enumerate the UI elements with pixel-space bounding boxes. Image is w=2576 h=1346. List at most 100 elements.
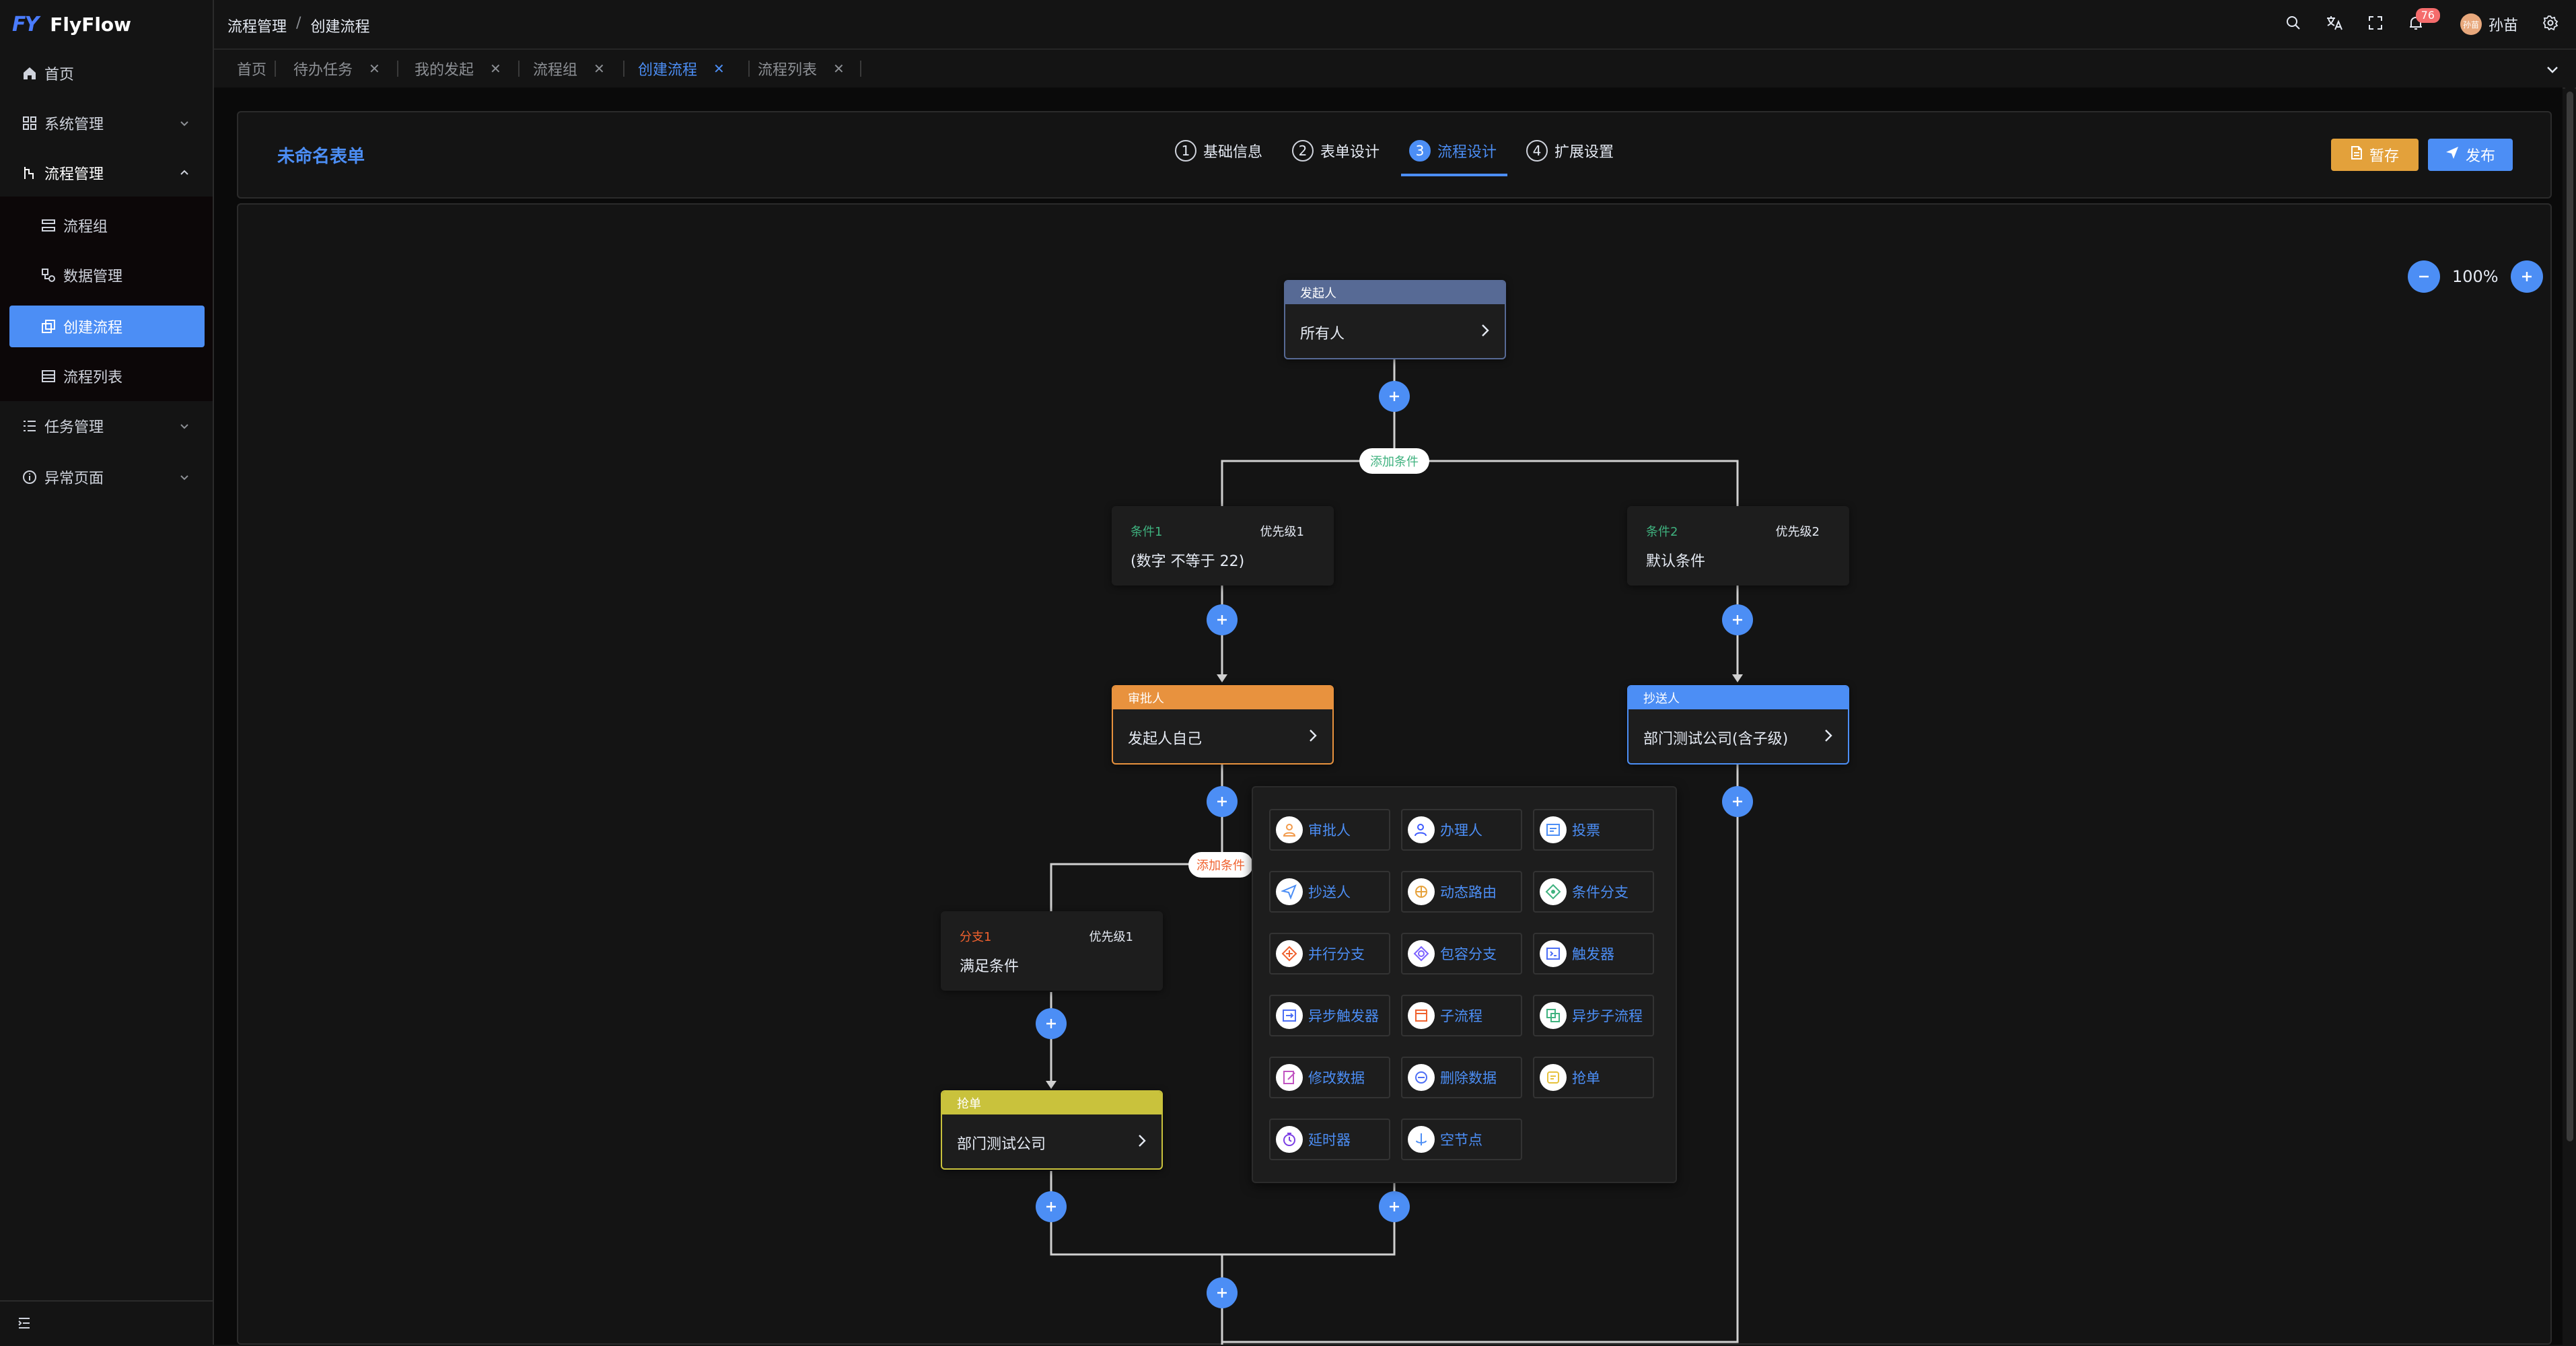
close-icon[interactable]: ✕ <box>594 61 605 77</box>
popover-item-subprocess[interactable]: 子流程 <box>1401 995 1522 1036</box>
add-condition-button[interactable]: 添加条件 <box>1188 852 1253 878</box>
popover-item-timer[interactable]: 延时器 <box>1269 1119 1390 1160</box>
add-condition-button[interactable]: 添加条件 <box>1359 448 1429 474</box>
popover-item-handler[interactable]: 办理人 <box>1401 809 1522 851</box>
node-title: 抄送人 <box>1629 686 1848 709</box>
handler-icon <box>1408 816 1435 843</box>
tab-flow-group[interactable]: 流程组 ✕ <box>533 50 605 87</box>
step-basic-info[interactable]: 1 基础信息 <box>1175 140 1262 162</box>
add-node-button[interactable] <box>1207 786 1238 817</box>
parallel-branch-1[interactable]: 分支1 优先级1 满足条件 <box>941 911 1163 991</box>
empty-node-icon <box>1408 1126 1435 1153</box>
sidebar-item-flow[interactable]: 流程管理 <box>0 149 213 197</box>
chevron-right-icon <box>1824 728 1833 747</box>
popover-item-edit-data[interactable]: 修改数据 <box>1269 1057 1390 1098</box>
close-icon[interactable]: ✕ <box>369 61 380 77</box>
publish-button[interactable]: 发布 <box>2428 139 2513 171</box>
tab-home[interactable]: 首页 <box>237 50 266 87</box>
brand[interactable]: FY FlyFlow <box>12 11 131 38</box>
popover-item-dynamic-route[interactable]: 动态路由 <box>1401 871 1522 913</box>
popover-item-label: 办理人 <box>1440 822 1482 839</box>
publish-label: 发布 <box>2465 148 2495 165</box>
popover-item-approver[interactable]: 审批人 <box>1269 809 1390 851</box>
sidebar-item-data[interactable]: 数据管理 <box>9 254 205 296</box>
grab-node[interactable]: 抢单 部门测试公司 <box>941 1090 1163 1170</box>
scrollbar-thumb[interactable] <box>2567 92 2573 1141</box>
add-node-button[interactable] <box>1722 604 1753 635</box>
popover-item-async-trigger[interactable]: 异步触发器 <box>1269 995 1390 1036</box>
user-menu[interactable]: 孙苗 孙苗 <box>2460 13 2518 35</box>
condition-branch-2[interactable]: 条件2 优先级2 默认条件 <box>1627 506 1849 586</box>
add-node-button[interactable] <box>1207 604 1238 635</box>
add-node-button[interactable] <box>1379 1191 1410 1222</box>
tab-my-started[interactable]: 我的发起 ✕ <box>415 50 501 87</box>
home-icon <box>22 65 38 81</box>
delete-data-icon <box>1408 1064 1435 1091</box>
translate-icon[interactable] <box>2326 15 2343 34</box>
breadcrumb-item: 创建流程 <box>310 19 370 36</box>
step-form-design[interactable]: 2 表单设计 <box>1292 140 1380 162</box>
close-icon[interactable]: ✕ <box>713 61 725 77</box>
tab-create-flow[interactable]: 创建流程 ✕ <box>638 50 725 87</box>
sidebar-item-task[interactable]: 任务管理 <box>0 402 213 450</box>
tab-label: 首页 <box>237 62 267 79</box>
condition-desc: (数字 不等于 22) <box>1131 553 1245 570</box>
step-flow-design[interactable]: 3 流程设计 <box>1409 140 1497 162</box>
popover-item-label: 异步触发器 <box>1308 1008 1379 1024</box>
cc-node[interactable]: 抄送人 部门测试公司(含子级) <box>1627 685 1849 765</box>
add-node-button[interactable] <box>1036 1191 1067 1222</box>
add-node-button[interactable] <box>1379 381 1410 412</box>
collapse-menu-icon[interactable] <box>16 1315 32 1334</box>
sidebar-item-system[interactable]: 系统管理 <box>0 100 213 147</box>
popover-item-condition-branch[interactable]: 条件分支 <box>1533 871 1654 913</box>
popover-item-cc[interactable]: 抄送人 <box>1269 871 1390 913</box>
popover-item-label: 修改数据 <box>1308 1070 1365 1086</box>
popover-item-empty-node[interactable]: 空节点 <box>1401 1119 1522 1160</box>
popover-item-trigger[interactable]: 触发器 <box>1533 933 1654 975</box>
condition-branch-1[interactable]: 条件1 优先级1 (数字 不等于 22) <box>1112 506 1334 586</box>
notification-bell-icon[interactable]: 76 <box>2408 8 2440 34</box>
tabs-more-chevron-icon[interactable] <box>2545 62 2560 79</box>
zoom-out-button[interactable] <box>2408 260 2440 293</box>
step-extend-settings[interactable]: 4 扩展设置 <box>1526 140 1614 162</box>
popover-item-inclusive-branch[interactable]: 包容分支 <box>1401 933 1522 975</box>
breadcrumb-separator: / <box>296 15 301 32</box>
tab-divider <box>748 61 750 77</box>
zoom-in-button[interactable] <box>2510 260 2543 293</box>
add-node-button[interactable] <box>1722 786 1753 817</box>
sidebar-item-create-flow[interactable]: 创建流程 <box>9 306 205 347</box>
tab-flow-list[interactable]: 流程列表 ✕ <box>758 50 845 87</box>
approver-node[interactable]: 审批人 发起人自己 <box>1112 685 1334 765</box>
send-icon <box>2445 146 2459 164</box>
add-node-button[interactable] <box>1207 1277 1238 1308</box>
sidebar-item-home[interactable]: 首页 <box>0 50 213 97</box>
table-icon <box>40 368 57 384</box>
step-number: 2 <box>1292 140 1314 162</box>
save-draft-button[interactable]: 暂存 <box>2331 139 2419 171</box>
step-number: 3 <box>1409 140 1431 162</box>
sidebar-item-flow-group[interactable]: 流程组 <box>9 205 205 246</box>
flow-submenu: 流程组 数据管理 创建流程 流程列表 <box>0 197 213 401</box>
start-node[interactable]: 发起人 所有人 <box>1284 280 1506 359</box>
popover-item-delete-data[interactable]: 删除数据 <box>1401 1057 1522 1098</box>
close-icon[interactable]: ✕ <box>833 61 845 77</box>
breadcrumb-item[interactable]: 流程管理 <box>227 19 287 36</box>
sidebar-item-error[interactable]: 异常页面 <box>0 454 213 501</box>
tab-label: 流程列表 <box>758 62 818 79</box>
trigger-icon <box>1540 940 1567 967</box>
node-title: 发起人 <box>1285 281 1505 304</box>
tab-todo[interactable]: 待办任务 ✕ <box>293 50 380 87</box>
fullscreen-icon[interactable] <box>2367 15 2384 34</box>
add-node-popover <box>1252 786 1677 1183</box>
popover-item-grab[interactable]: 抢单 <box>1533 1057 1654 1098</box>
popover-item-label: 动态路由 <box>1440 884 1497 900</box>
condition-desc: 满足条件 <box>960 958 1019 975</box>
popover-item-async-subprocess[interactable]: 异步子流程 <box>1533 995 1654 1036</box>
settings-gear-icon[interactable] <box>2542 15 2559 34</box>
close-icon[interactable]: ✕ <box>490 61 501 77</box>
popover-item-vote[interactable]: 投票 <box>1533 809 1654 851</box>
add-node-button[interactable] <box>1036 1008 1067 1039</box>
search-icon[interactable] <box>2285 15 2301 34</box>
popover-item-parallel-branch[interactable]: 并行分支 <box>1269 933 1390 975</box>
sidebar-item-flow-list[interactable]: 流程列表 <box>9 355 205 397</box>
